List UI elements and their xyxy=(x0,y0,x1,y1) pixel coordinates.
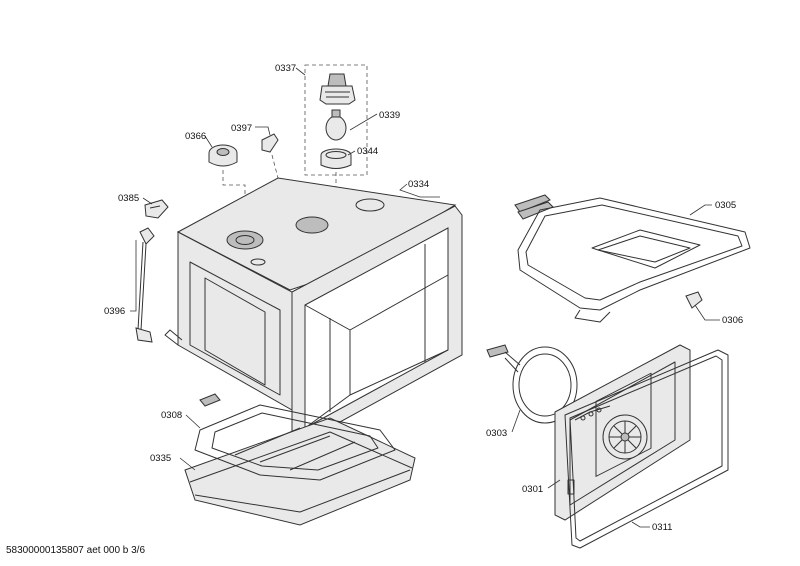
label-0335: 0335 xyxy=(150,453,171,464)
label-0337: 0337 xyxy=(275,63,296,74)
label-0366: 0366 xyxy=(185,131,206,142)
rear-panel-0301 xyxy=(554,344,691,521)
label-0344: 0344 xyxy=(357,146,378,157)
lamp-assembly xyxy=(304,64,368,215)
rod-0396 xyxy=(135,227,155,343)
part-labels: 0337 0339 0397 0366 0344 0334 0385 0396 … xyxy=(104,63,743,533)
insulation-0335 xyxy=(184,417,416,526)
top-heating-element xyxy=(514,194,751,323)
label-0311: 0311 xyxy=(652,522,672,533)
label-0305: 0305 xyxy=(715,200,736,211)
label-0339: 0339 xyxy=(379,110,400,121)
label-0303: 0303 xyxy=(486,428,507,439)
bracket-0385 xyxy=(144,199,169,219)
label-0306: 0306 xyxy=(722,315,743,326)
label-0308: 0308 xyxy=(161,410,182,421)
door-seal-0311 xyxy=(564,349,729,549)
label-0334: 0334 xyxy=(408,179,429,190)
label-0301: 0301 xyxy=(522,484,543,495)
clip-0306 xyxy=(685,291,703,309)
leader-lines xyxy=(130,67,720,528)
circular-heater-0303 xyxy=(486,344,578,424)
label-0396: 0396 xyxy=(104,306,125,317)
oven-cavity xyxy=(164,177,463,453)
label-0397: 0397 xyxy=(231,123,252,134)
label-0385: 0385 xyxy=(118,193,139,204)
document-id: 58300000135807 aet 000 b 3/6 xyxy=(6,545,145,556)
bottom-heating-element xyxy=(194,393,396,481)
clip-0397 xyxy=(261,133,279,179)
